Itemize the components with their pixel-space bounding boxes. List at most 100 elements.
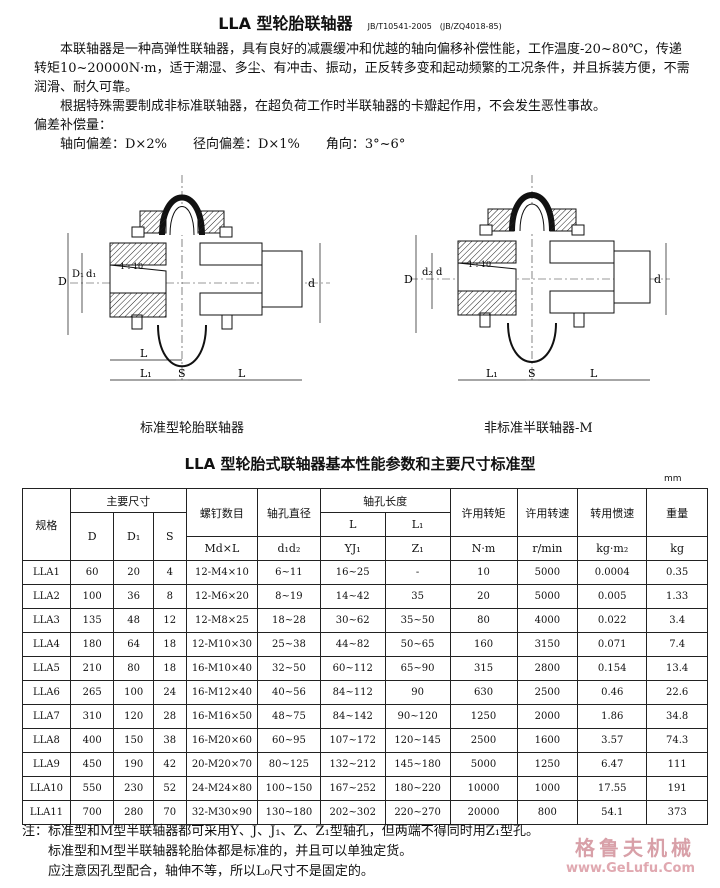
table-cell: 30~62 [319, 608, 386, 633]
th-torque: 许用转矩 [449, 488, 518, 537]
table-cell: LLA2 [22, 584, 71, 609]
table-cell: 10000 [449, 776, 518, 801]
table-cell: 2800 [516, 656, 579, 681]
th-torque-unit: N·m [449, 536, 518, 561]
table-cell: 1600 [516, 728, 579, 753]
table-cell: 60 [69, 560, 115, 585]
table-cell: 2500 [516, 680, 579, 705]
table-cell: LLA9 [22, 752, 71, 777]
table-cell: 12-M6×20 [185, 584, 259, 609]
table-cell: 130~180 [257, 800, 321, 825]
table-title: LLA 型轮胎式联轴器基本性能参数和主要尺寸标准型 [184, 455, 536, 473]
table-cell: 132~212 [319, 752, 386, 777]
table-cell: 450 [69, 752, 115, 777]
intro-paragraph-2: 根据特殊需要制成非标准联轴器，在超负荷工作时半联轴器的卡瓣起作用，不会发生恶性事… [60, 99, 607, 114]
table-cell: 14~42 [319, 584, 386, 609]
table-cell: 80~125 [257, 752, 321, 777]
table-cell: 22.6 [646, 680, 708, 705]
left-label-L-top: L [140, 347, 148, 360]
table-cell: 0.022 [577, 608, 648, 633]
table-cell: 25~38 [257, 632, 321, 657]
table-cell: 20000 [449, 800, 518, 825]
table-cell: LLA3 [22, 608, 71, 633]
table-cell: 64 [113, 632, 154, 657]
table-cell: 35 [384, 584, 451, 609]
table-cell: 373 [646, 800, 708, 825]
title-main: LLA 型轮胎联轴器 [218, 14, 353, 33]
th-speed-unit: r/min [516, 536, 579, 561]
right-label-d: d [436, 267, 443, 278]
table-cell: 230 [113, 776, 154, 801]
table-cell: 28 [152, 704, 187, 729]
table-cell: 0.071 [577, 632, 648, 657]
th-L1: L₁ [384, 512, 451, 537]
title-standard: JB/T10541-2005 (JB/ZQ4018-85) [367, 22, 502, 31]
table-cell: LLA7 [22, 704, 71, 729]
table-cell: 0.154 [577, 656, 648, 681]
table-cell: LLA6 [22, 680, 71, 705]
table-cell: 1250 [449, 704, 518, 729]
table-cell: 630 [449, 680, 518, 705]
right-label-S: S [528, 367, 536, 380]
left-label-L: L [238, 367, 246, 380]
intro-text: 本联轴器是一种高弹性联轴器，具有良好的减震缓冲和优越的轴向偏移补偿性能，工作温度… [34, 40, 690, 154]
left-label-S: S [178, 367, 186, 380]
table-cell: LLA1 [22, 560, 71, 585]
coupling-drawings-svg: D D₁ d₁ 1 : 10 d L L₁ S L [58, 175, 670, 381]
table-cell: 202~302 [319, 800, 386, 825]
table-cell: 90~120 [384, 704, 451, 729]
table-cell: 1.33 [646, 584, 708, 609]
table-cell: 12-M4×10 [185, 560, 259, 585]
table-cell: 52 [152, 776, 187, 801]
table-cell: 111 [646, 752, 708, 777]
left-diagram-caption: 标准型轮胎联轴器 [140, 421, 245, 436]
table-cell: 16-M16×50 [185, 704, 259, 729]
table-cell: 5000 [449, 752, 518, 777]
table-cell: 315 [449, 656, 518, 681]
table-cell: 35~50 [384, 608, 451, 633]
table-cell: 0.35 [646, 560, 708, 585]
table-cell: 18~28 [257, 608, 321, 633]
table-cell: 6~11 [257, 560, 321, 585]
table-cell: 7.4 [646, 632, 708, 657]
table-cell: 4 [152, 560, 187, 585]
intro-paragraph-1: 本联轴器是一种高弹性联轴器，具有良好的减震缓冲和优越的轴向偏移补偿性能，工作温度… [34, 42, 690, 95]
table-cell: 12-M8×25 [185, 608, 259, 633]
left-label-d: d [308, 277, 315, 290]
table-cell: LLA10 [22, 776, 71, 801]
left-label-D: D [58, 275, 67, 288]
table-cell: 1250 [516, 752, 579, 777]
table-cell: 48~75 [257, 704, 321, 729]
table-cell: 20 [449, 584, 518, 609]
right-label-d-shaft: d [654, 273, 661, 286]
table-cell: 210 [69, 656, 115, 681]
table-cell: 8 [152, 584, 187, 609]
table-cell: 16-M12×40 [185, 680, 259, 705]
table-cell: 5000 [516, 584, 579, 609]
table-cell: 0.0004 [577, 560, 648, 585]
table-cell: 100 [113, 680, 154, 705]
table-cell: LLA11 [22, 800, 71, 825]
table-cell: 32~50 [257, 656, 321, 681]
left-label-D1: D₁ [72, 269, 84, 280]
table-cell: 42 [152, 752, 187, 777]
table-cell: 135 [69, 608, 115, 633]
table-cell: 44~82 [319, 632, 386, 657]
table-cell: 4000 [516, 608, 579, 633]
table-cell: 310 [69, 704, 115, 729]
table-cell: 8~19 [257, 584, 321, 609]
th-D: D [69, 512, 115, 561]
left-label-L1: L₁ [140, 367, 152, 380]
th-inertia: 转用惯速 [577, 488, 648, 537]
left-label-taper: 1 : 10 [120, 262, 143, 271]
table-cell: 120~145 [384, 728, 451, 753]
table-cell: 34.8 [646, 704, 708, 729]
page-title: LLA 型轮胎联轴器 JB/T10541-2005 (JB/ZQ4018-85) [0, 10, 720, 34]
right-label-taper: 1 : 10 [468, 260, 491, 269]
